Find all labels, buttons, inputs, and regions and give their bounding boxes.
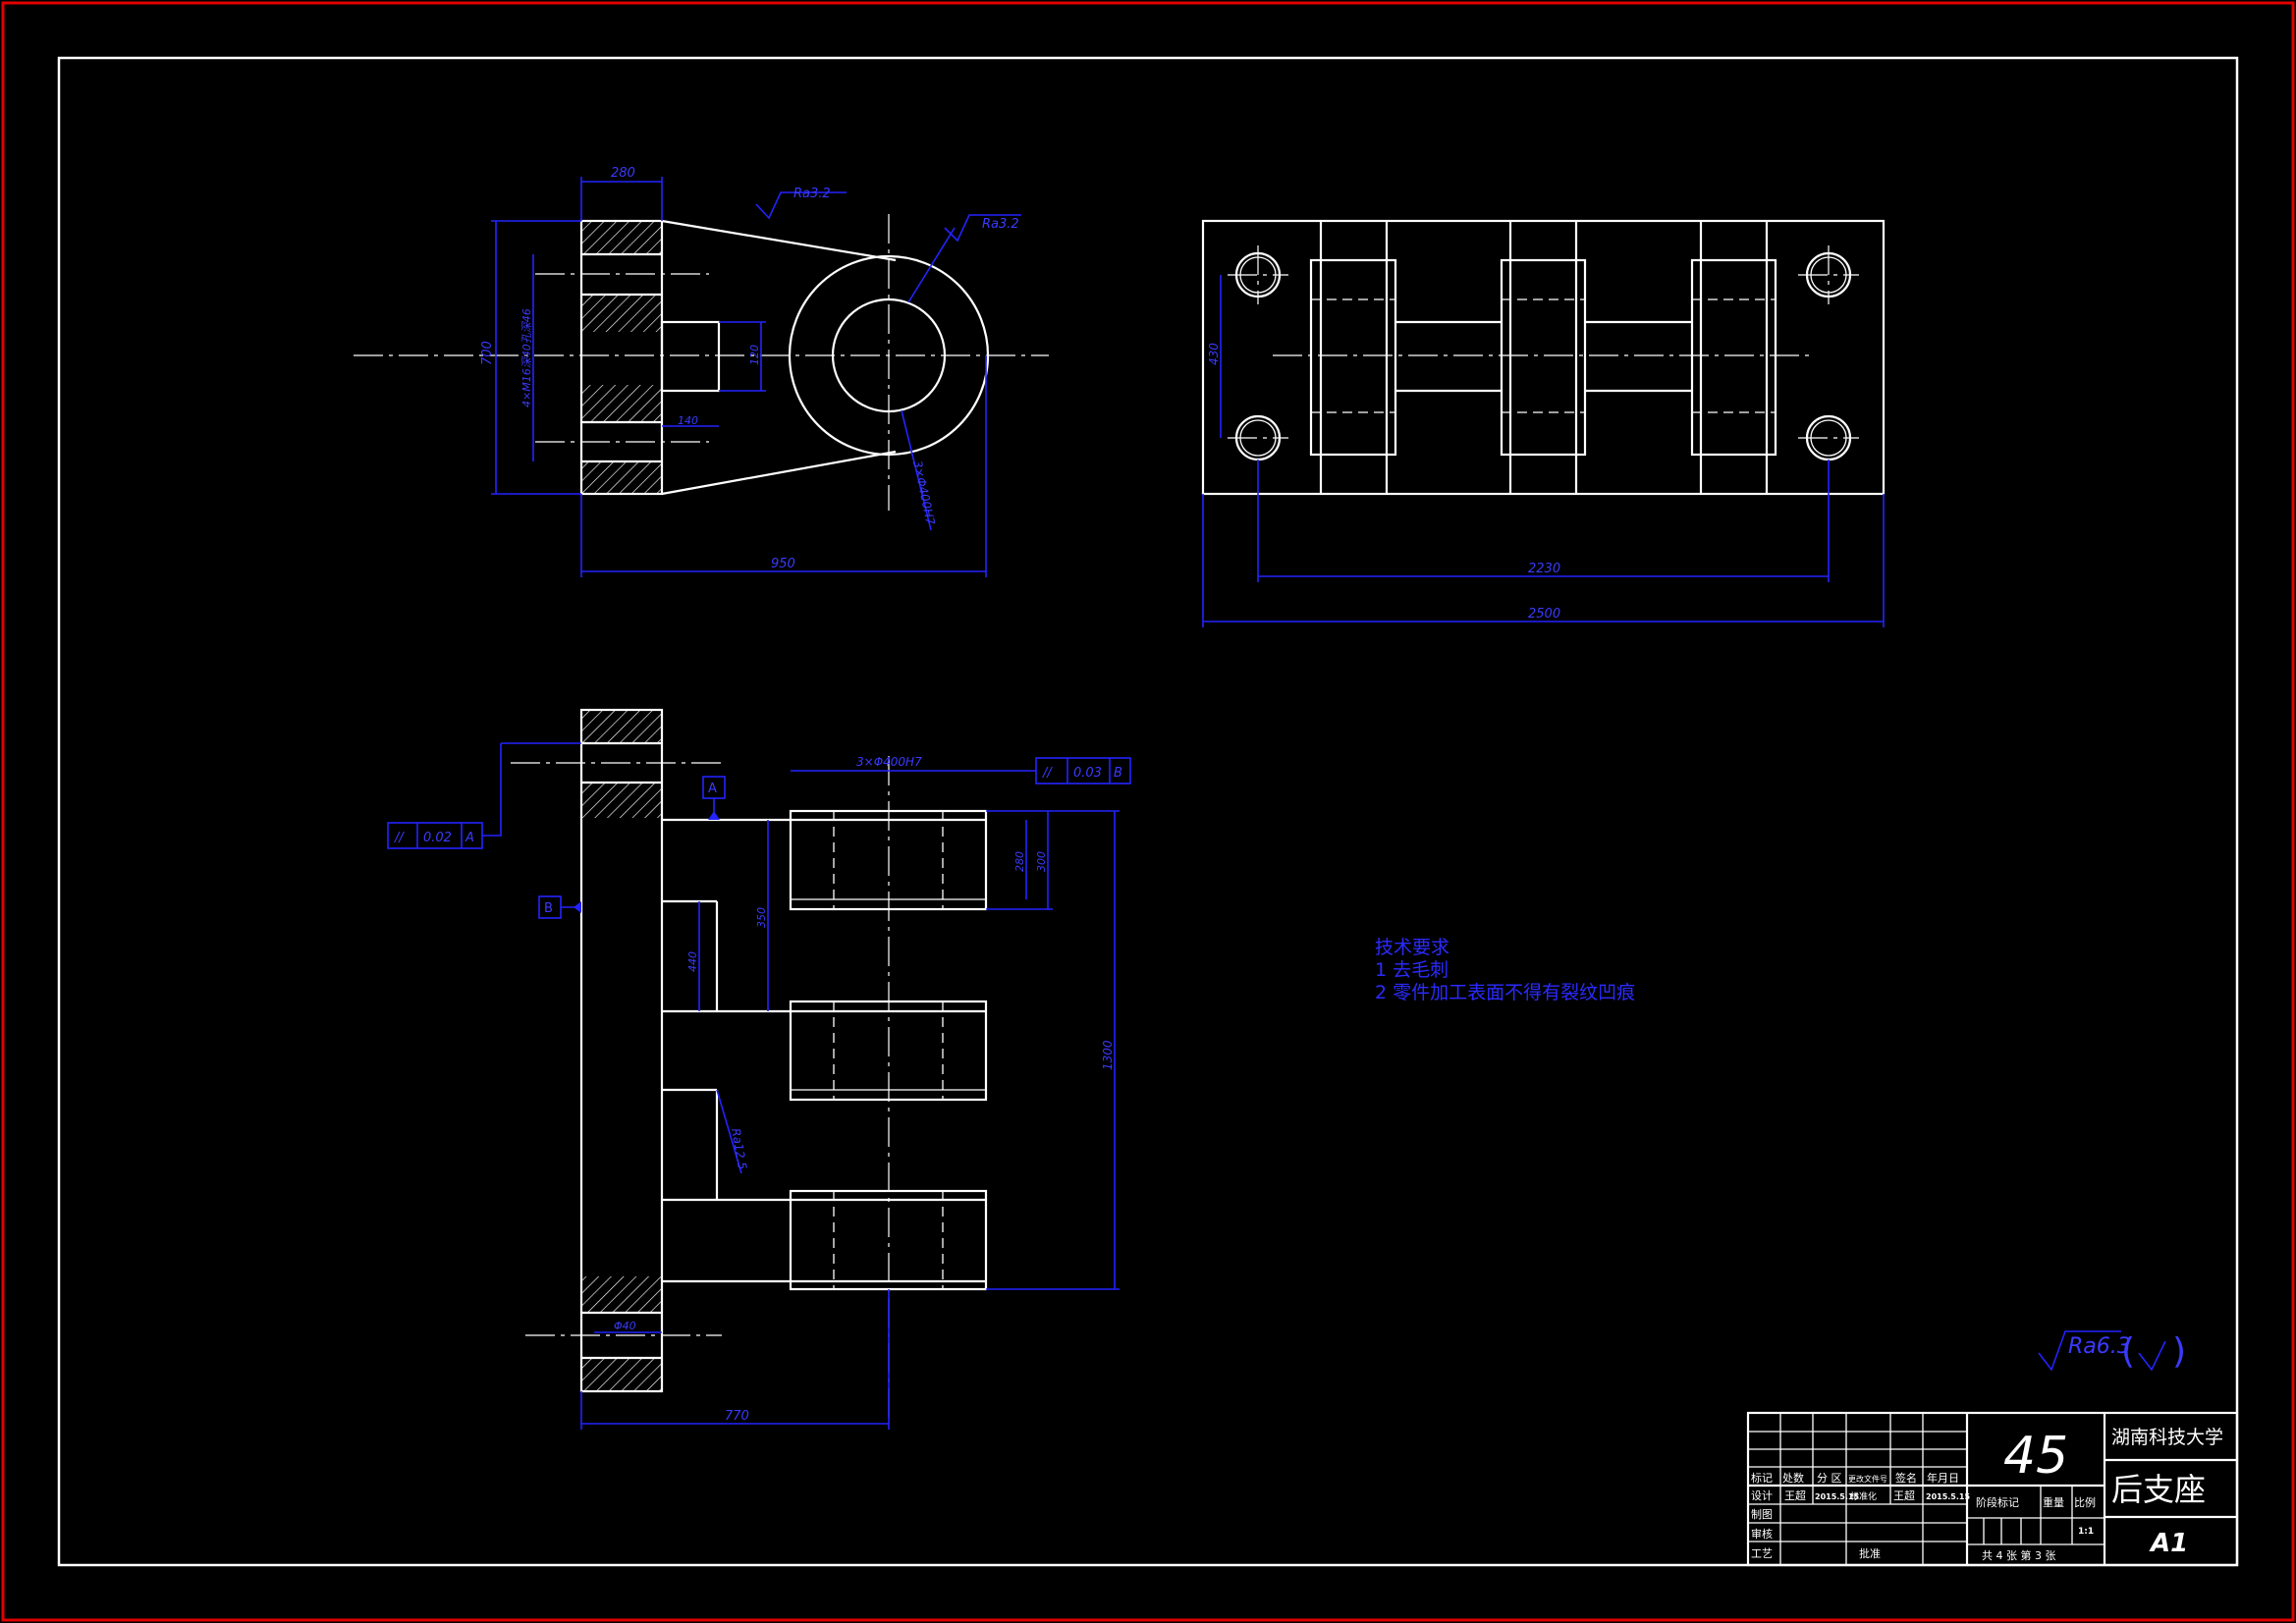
datum-b: B — [544, 901, 553, 916]
rough-general-paren: ( — [2121, 1331, 2135, 1372]
dim-bottom-bore: 3×Φ400H7 — [856, 755, 922, 769]
general-roughness: Ra6.3 ( ) — [2038, 1330, 2186, 1372]
tb-std-date: 2015.5.15 — [1926, 1492, 1970, 1501]
tb-designer: 王超 — [1784, 1488, 1806, 1502]
datum-a: A — [708, 782, 717, 796]
perp-sym: // — [394, 831, 405, 845]
dim-front-boss: 120 — [748, 345, 761, 365]
tb-hdr-2: 分 区 — [1817, 1472, 1842, 1485]
tb-scale: 1:1 — [2078, 1527, 2094, 1537]
tb-hdr-1: 处数 — [1782, 1472, 1804, 1485]
tb-std-name: 王超 — [1893, 1488, 1915, 1502]
tb-hdr-3: 更改文件号 — [1848, 1474, 1887, 1484]
dim-front-boss-len: 140 — [678, 414, 698, 427]
rough-general: Ra6.3 — [2068, 1334, 2131, 1359]
tb-stage: 阶段标记 — [1976, 1495, 2019, 1509]
dim-depth: 770 — [725, 1409, 749, 1424]
drawing-border — [57, 56, 2239, 1567]
perp-val: 0.02 — [423, 831, 452, 845]
dim-gap: 350 — [755, 907, 768, 928]
tb-sheets: 共 4 张 第 3 张 — [1982, 1548, 2055, 1562]
tech-line-2: 2 零件加工表面不得有裂纹凹痕 — [1375, 982, 1635, 1003]
rough-front-1: Ra3.2 — [793, 187, 831, 201]
bottom-view: 3×Φ400H7 // 0.03 B A B // 0.02 A 280 300… — [387, 708, 1131, 1430]
rough-front-2: Ra3.2 — [982, 217, 1019, 232]
dim-span: 1300 — [1101, 1040, 1115, 1070]
dim-side-height: 430 — [1207, 343, 1221, 365]
tech-requirements: 技术要求 1 去毛刺 2 零件加工表面不得有裂纹凹痕 — [1375, 937, 1635, 1003]
dim-front-width: 950 — [771, 557, 795, 571]
side-view: 430 2230 2500 — [1201, 219, 1886, 627]
dim-lug-2: 300 — [1035, 851, 1048, 872]
tb-weight: 重量 — [2043, 1495, 2064, 1509]
dim-hole: Φ40 — [614, 1320, 636, 1332]
tb-design-date: 2015.5.15 — [1815, 1492, 1859, 1501]
tb-part-name: 后支座 — [2111, 1471, 2206, 1508]
dim-side-width: 2500 — [1528, 607, 1560, 622]
tb-material: 45 — [2003, 1427, 2068, 1486]
front-view: 280 950 700 4×M16深40孔深46 120 140 3×Φ400H… — [354, 166, 1049, 577]
tb-hdr-5: 年月日 — [1927, 1471, 1959, 1485]
tb-standard: 标准化 — [1850, 1490, 1877, 1502]
dim-front-bolts: 4×M16深40孔深46 — [520, 308, 533, 407]
tb-hdr-0: 标记 — [1751, 1471, 1773, 1485]
tb-design: 设计 — [1751, 1489, 1773, 1502]
tech-title: 技术要求 — [1375, 937, 1449, 958]
title-block: 45 湖南科技大学 后支座 A1 标记 处数 分 区 更改文件号 签名 年月日 … — [1746, 1411, 2239, 1567]
tb-process: 工艺 — [1751, 1547, 1773, 1560]
dim-lug-1: 280 — [1013, 851, 1026, 872]
dim-side-span: 2230 — [1528, 562, 1560, 576]
tech-line-1: 1 去毛刺 — [1375, 959, 1449, 981]
tb-scale-label: 比例 — [2074, 1495, 2096, 1509]
tb-hdr-4: 签名 — [1895, 1471, 1917, 1485]
tb-approve: 批准 — [1859, 1546, 1881, 1560]
tb-drawing-no: A1 — [2149, 1529, 2188, 1558]
rough-general-paren-close: ) — [2172, 1331, 2186, 1372]
dim-rib: 440 — [686, 951, 699, 972]
flat-sym: // — [1042, 766, 1053, 781]
perp-ref: A — [465, 831, 474, 845]
tb-review: 审核 — [1751, 1527, 1773, 1541]
dim-front-height: 700 — [480, 341, 495, 365]
dim-front-top: 280 — [611, 166, 635, 181]
flat-ref: B — [1114, 766, 1122, 781]
tb-university: 湖南科技大学 — [2111, 1427, 2223, 1448]
tb-drafting: 制图 — [1751, 1508, 1773, 1521]
flat-val: 0.03 — [1073, 766, 1102, 781]
